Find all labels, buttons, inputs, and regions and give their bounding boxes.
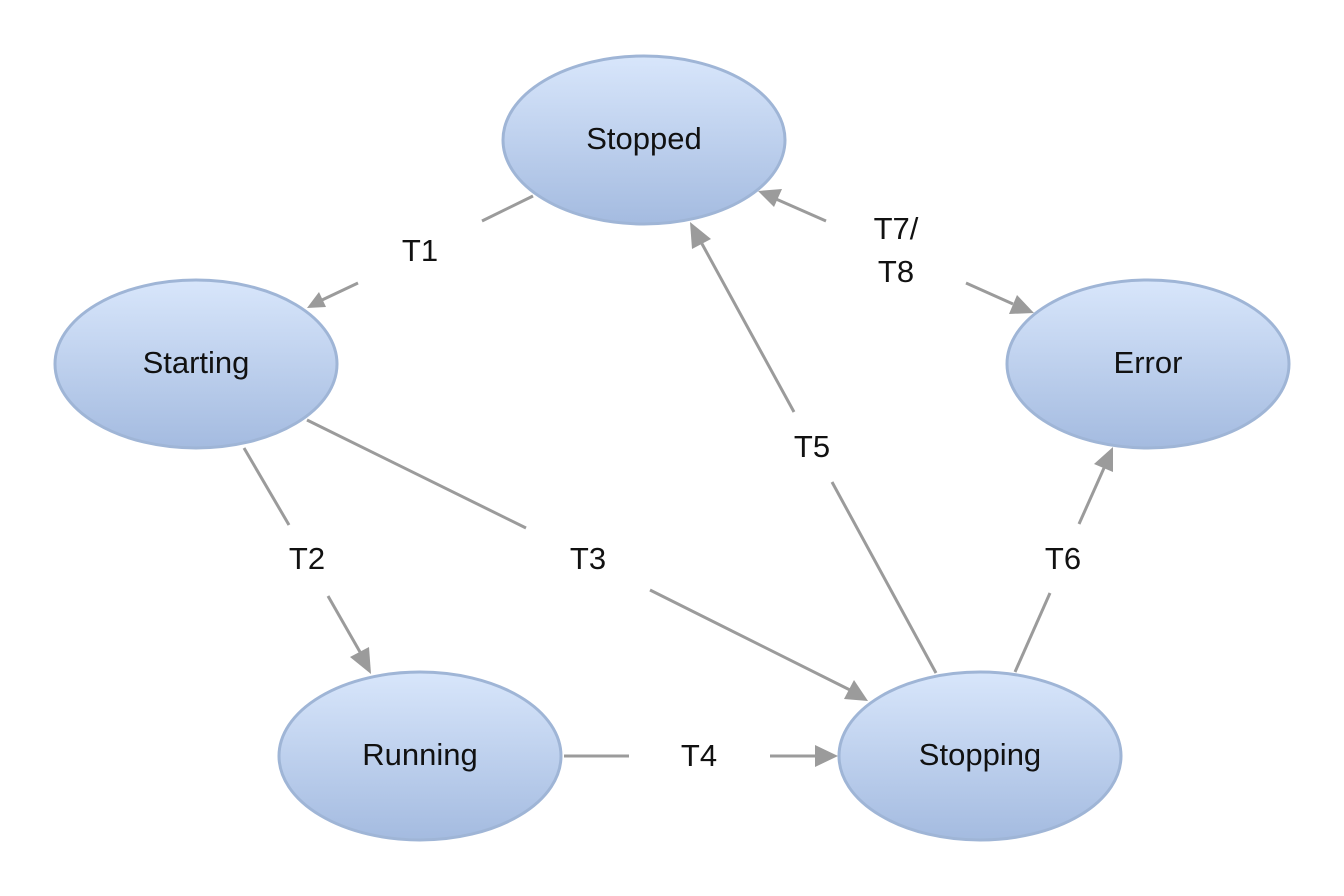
transition-label-t1: T1 bbox=[402, 233, 438, 268]
transition-label-t4: T4 bbox=[681, 738, 717, 773]
state-node-shape bbox=[1005, 278, 1291, 450]
arrow-head bbox=[1009, 295, 1034, 314]
transition-t1: T1 bbox=[307, 194, 534, 308]
transition-label-t8: T8 bbox=[878, 254, 914, 289]
arrow-head bbox=[350, 647, 371, 674]
arrow-head bbox=[758, 189, 782, 207]
transition-t3: T3 bbox=[306, 418, 868, 701]
state-stopped: Stopped bbox=[501, 54, 787, 226]
state-error: Error bbox=[1005, 278, 1291, 450]
transition-label-t7: T7/ bbox=[874, 211, 919, 246]
state-running: Running bbox=[277, 670, 563, 842]
state-node-shape bbox=[277, 670, 563, 842]
transition-t7-t8: T7/ T8 bbox=[758, 189, 1034, 314]
state-node-shape bbox=[53, 278, 339, 450]
state-starting: Starting bbox=[53, 278, 339, 450]
state-node-shape bbox=[501, 54, 787, 226]
arrow-head bbox=[815, 745, 838, 767]
transition-t6: T6 bbox=[1013, 447, 1113, 673]
arrow-head bbox=[844, 680, 868, 701]
transition-label-t5: T5 bbox=[794, 429, 830, 464]
state-label-error: Error bbox=[1114, 345, 1183, 380]
state-stopping: Stopping bbox=[837, 670, 1123, 842]
state-label-stopped: Stopped bbox=[586, 121, 702, 156]
state-label-running: Running bbox=[362, 737, 477, 772]
transition-t4: T4 bbox=[564, 738, 838, 773]
state-label-stopping: Stopping bbox=[919, 737, 1041, 772]
transition-t5: T5 bbox=[690, 222, 938, 674]
arrow-head bbox=[1094, 447, 1113, 472]
transition-t2: T2 bbox=[242, 447, 371, 674]
state-node-shape bbox=[837, 670, 1123, 842]
arrow-head bbox=[307, 292, 326, 308]
transition-label-t6: T6 bbox=[1045, 541, 1081, 576]
transition-label-t2: T2 bbox=[289, 541, 325, 576]
arrow-head bbox=[690, 222, 711, 249]
state-label-starting: Starting bbox=[143, 345, 250, 380]
transition-label-t3: T3 bbox=[570, 541, 606, 576]
